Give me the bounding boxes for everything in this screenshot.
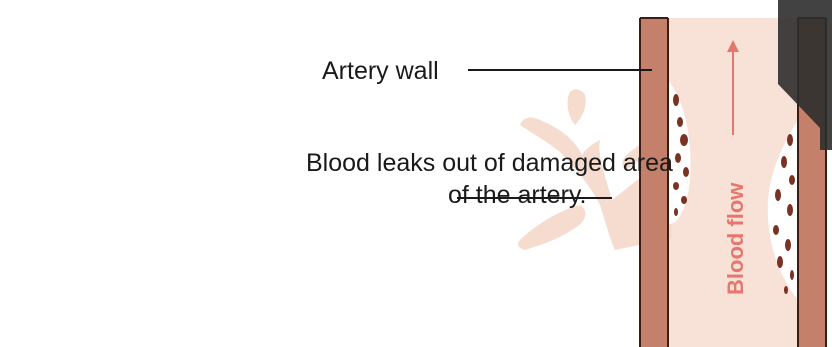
blood-leak-label: Blood leaks out of damaged area of the a… <box>310 147 770 211</box>
blood-leak-label-line1: Blood leaks out of damaged area <box>306 147 770 179</box>
artery-wall-label: Artery wall <box>322 55 439 87</box>
splash-drop-1 <box>568 89 586 125</box>
blood-leak-label-line2: of the artery. <box>448 179 770 211</box>
splash-drop-2 <box>518 205 585 250</box>
